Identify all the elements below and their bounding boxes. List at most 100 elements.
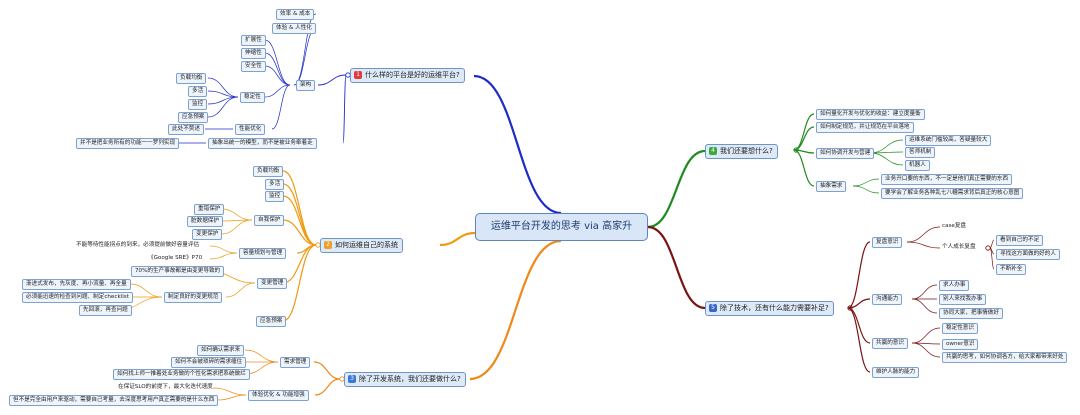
- connector: [244, 349, 279, 363]
- node-cap-2[interactable]: 《Google SRE》P70: [148, 255, 203, 261]
- collapse-knob[interactable]: [985, 245, 991, 251]
- node-change-plan[interactable]: 制定良好的变更规范: [164, 292, 223, 303]
- node-change-1[interactable]: 70%的生产事故都是由变更导致的: [131, 266, 225, 277]
- node-case-review[interactable]: case复盘: [942, 223, 967, 229]
- node-review[interactable]: 复盘意识: [872, 237, 903, 248]
- node-coop[interactable]: 如何协调开发与营建: [816, 148, 875, 159]
- node-multi[interactable]: 多活: [265, 179, 285, 190]
- node-ux-1[interactable]: 在保证SLO的前提下，最大化迭代速度: [118, 384, 213, 390]
- node-stability[interactable]: 稳定性: [240, 92, 265, 103]
- node-perf[interactable]: 性能优化: [235, 124, 266, 135]
- node-ux-2[interactable]: 但不是完全由用户来驱动，需要自己考量，去深度思考用户真正需要的是什么东西: [9, 395, 219, 406]
- node-stab-2[interactable]: 多活: [188, 86, 208, 97]
- central-topic[interactable]: 运维平台开发的思考 via 高家升: [475, 213, 648, 241]
- node-arch[interactable]: 架构: [296, 80, 316, 91]
- node-experience[interactable]: 体验 & 人性化: [272, 23, 316, 34]
- node-requirement[interactable]: 需求管理: [280, 357, 311, 368]
- connector: [793, 149, 815, 187]
- badge-2: 2: [324, 241, 332, 249]
- node-grow-1[interactable]: 看到自己的不足: [996, 235, 1044, 246]
- node-abstract-req[interactable]: 抽象需求: [816, 181, 847, 192]
- node-ext-2[interactable]: 伸缩性: [241, 48, 266, 59]
- node-ux[interactable]: 体验优化 & 功能增强: [248, 390, 309, 401]
- connector: [293, 27, 317, 86]
- node-self-2[interactable]: 脏数据保护: [187, 216, 223, 227]
- branch-2-label: 如何运维自己的系统: [335, 241, 398, 249]
- node-plan-3[interactable]: 先回滚，再查问题: [79, 305, 132, 316]
- connector: [282, 183, 317, 246]
- connector: [847, 241, 871, 309]
- connector: [282, 195, 317, 246]
- node-coop-1[interactable]: 运维系统门槛较高，答疑量较大: [905, 135, 992, 146]
- node-comm-3[interactable]: 协同大家，把事情做好: [939, 308, 1003, 319]
- branch-4-label: 我们还要想什么?: [720, 147, 773, 155]
- node-cap-1[interactable]: 不能等待性能拐点的到来，必须提前做好容量评估: [76, 242, 200, 248]
- connector: [207, 96, 239, 118]
- node-grow-3[interactable]: 不断补全: [996, 264, 1027, 275]
- node-monitor[interactable]: 监控: [265, 191, 285, 202]
- node-req-1[interactable]: 如何确认需求来: [197, 345, 245, 356]
- connector: [869, 152, 904, 166]
- connector: [911, 327, 941, 344]
- connector: [852, 185, 880, 194]
- node-abstract-note[interactable]: 并不是把业务所有的功能一一罗列实现: [76, 138, 180, 149]
- node-standard[interactable]: 如何制定规范，并让规范在平台落地: [816, 122, 914, 133]
- badge-4: 4: [709, 147, 717, 155]
- connector: [282, 244, 317, 322]
- connector: [911, 342, 941, 358]
- node-self-3[interactable]: 变更保护: [192, 229, 223, 240]
- node-self-protect[interactable]: 自我保护: [254, 215, 285, 226]
- node-stab-3[interactable]: 监控: [188, 99, 208, 110]
- node-winwin[interactable]: 共赢的意识: [872, 338, 908, 349]
- node-comm-1[interactable]: 求人办事: [939, 280, 970, 291]
- node-plan-2[interactable]: 必须能迅速的检查到问题、制定checklist: [22, 292, 133, 303]
- connector: [793, 126, 815, 151]
- connector: [209, 252, 238, 260]
- node-grow-2[interactable]: 寻找这方面做的好的人: [996, 249, 1060, 260]
- node-communication[interactable]: 沟通能力: [872, 294, 903, 305]
- node-lb[interactable]: 负载均衡: [253, 166, 284, 177]
- node-own-2[interactable]: owner意识: [942, 339, 979, 350]
- connector: [852, 178, 880, 187]
- connector: [869, 139, 904, 154]
- node-network[interactable]: 维护人脉的能力: [872, 367, 920, 378]
- node-own-1[interactable]: 稳定性意识: [942, 323, 978, 334]
- connector: [264, 52, 291, 86]
- node-measure[interactable]: 如何量化开发与优化的收益：建立度量衡: [816, 109, 925, 120]
- node-ext-1[interactable]: 扩展性: [241, 35, 266, 46]
- connector: [317, 74, 347, 86]
- node-abstract[interactable]: 抽象出统一的模型，而不是被业务牵着走: [208, 138, 317, 149]
- node-coop-2[interactable]: 答师机制: [905, 147, 936, 158]
- node-capacity[interactable]: 容量规划与管理: [239, 248, 287, 259]
- connector: [217, 394, 247, 401]
- node-stab-1[interactable]: 负载均衡: [176, 73, 207, 84]
- node-efficiency[interactable]: 效率 & 成本: [276, 9, 315, 20]
- node-self-1[interactable]: 重错保护: [194, 204, 225, 215]
- node-abs-1[interactable]: 业务开口要的东西，不一定是他们真正需要的东西: [881, 174, 1013, 185]
- branch-4-connector: [647, 149, 706, 229]
- node-growth-review[interactable]: 个人成长复盘: [942, 244, 976, 250]
- connector: [342, 74, 347, 144]
- connector: [244, 361, 279, 375]
- node-perf-note[interactable]: 此处不赘述: [168, 124, 204, 135]
- node-plan-1[interactable]: 渐进式发布，先灰度、再小流量、再全量: [22, 279, 131, 290]
- node-change[interactable]: 变更管理: [257, 278, 288, 289]
- node-req-3[interactable]: 如何找上师一推着处业务做的个性化需求把系统做烂: [113, 369, 250, 380]
- connector: [264, 65, 291, 86]
- node-req-2[interactable]: 如何不会被琐碎的需求缠住: [171, 357, 247, 368]
- node-emergency[interactable]: 应急预案: [256, 316, 287, 327]
- branch-2-connector: [439, 231, 476, 247]
- node-coop-3[interactable]: 机器人: [905, 160, 930, 171]
- node-ext-3[interactable]: 安全性: [241, 61, 266, 72]
- connector: [220, 219, 253, 235]
- node-stab-4[interactable]: 应急预案: [178, 112, 209, 123]
- node-abs-2[interactable]: 要学会了解业务各种乱七八糟需求背后真正的核心意图: [881, 188, 1024, 199]
- node-comm-2[interactable]: 别人来找我办事: [939, 294, 987, 305]
- node-own-3[interactable]: 共赢的思考，如何协调各方，给大家都带来好处: [942, 352, 1068, 363]
